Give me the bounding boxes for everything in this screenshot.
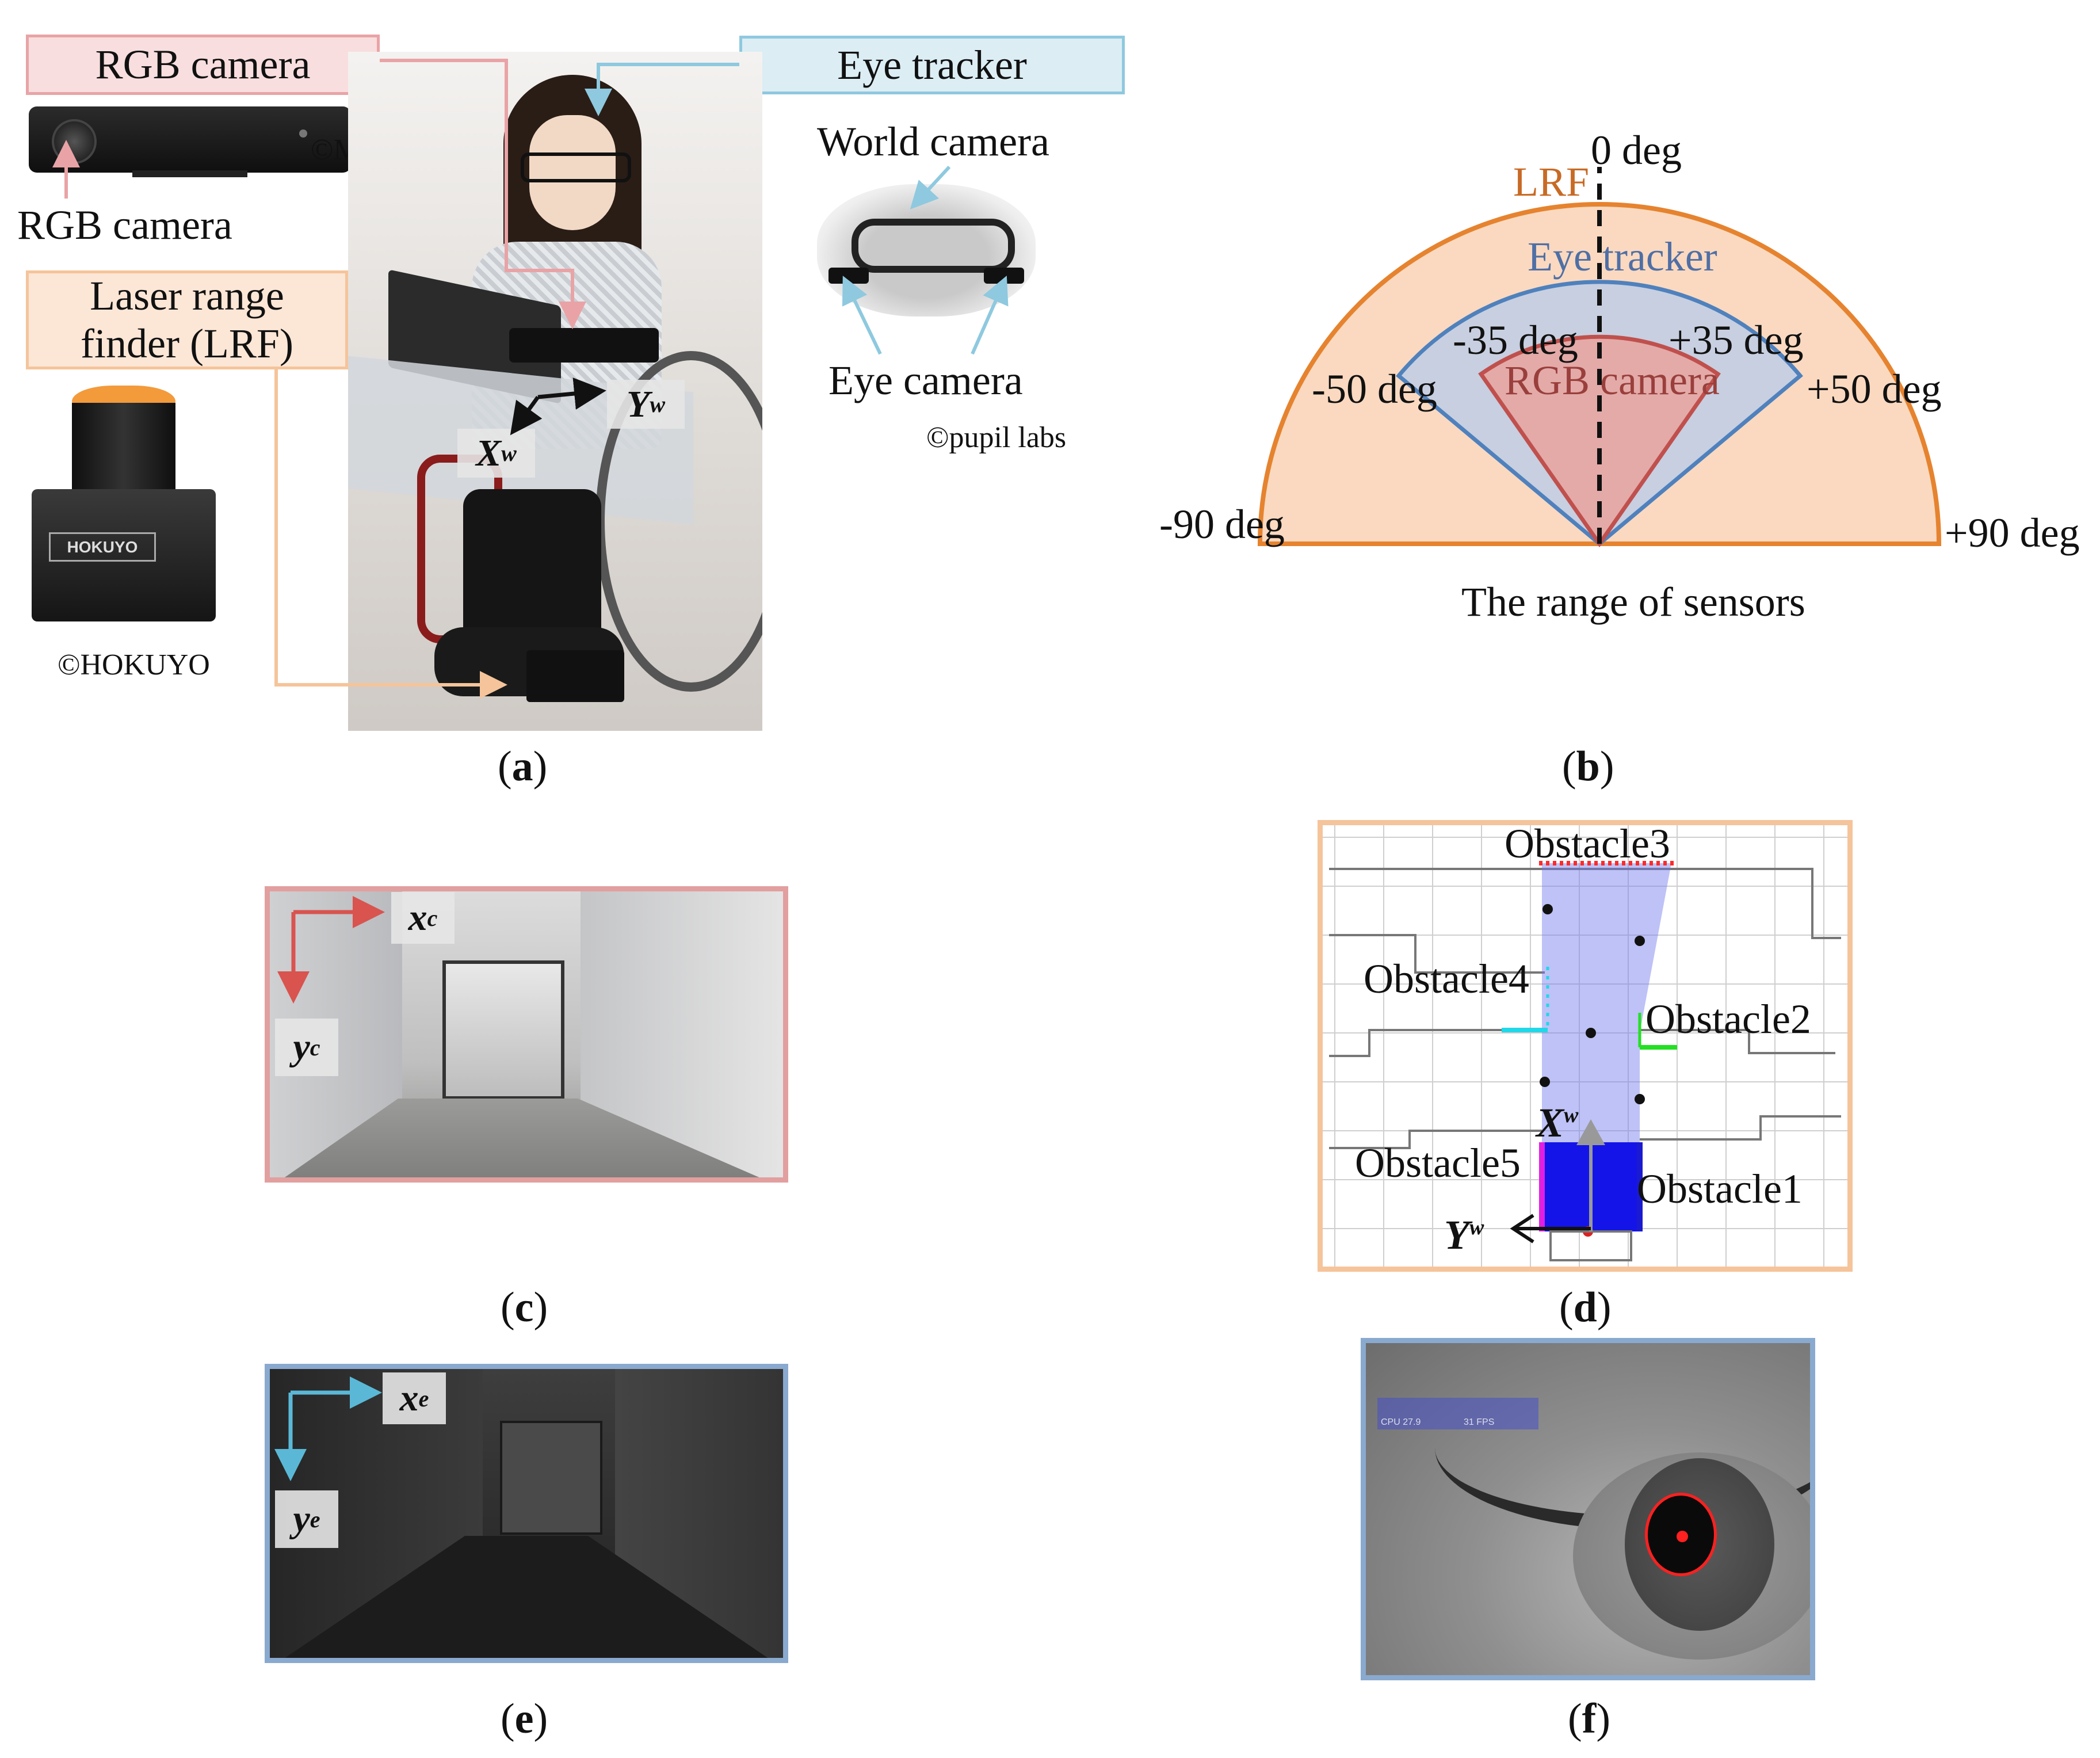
hokuyo-credit: ©HOKUYO bbox=[58, 649, 210, 681]
kinect-lens bbox=[52, 119, 97, 164]
caption-e: (e) bbox=[501, 1695, 548, 1742]
lrf-label: LRF bbox=[1513, 159, 1590, 205]
sensor-range-title: The range of sensors bbox=[1461, 579, 1805, 625]
lrf-tag: Laser range finder (LRF) bbox=[26, 270, 348, 369]
fps-readout: 31 FPS bbox=[1464, 1417, 1495, 1427]
plus50-label: +50 deg bbox=[1807, 366, 1942, 412]
rgb-camera-tag: RGB camera bbox=[26, 35, 380, 95]
kinect-device-image bbox=[29, 106, 351, 173]
obstacle3-label: Obstacle3 bbox=[1505, 821, 1670, 867]
world-camera-label: World camera bbox=[817, 119, 1049, 165]
eye-camera-view-image: CPU 27.9 31 FPS bbox=[1361, 1338, 1815, 1680]
headset-right-eye-cam bbox=[984, 268, 1024, 284]
x-w-map-label: Xw bbox=[1536, 1100, 1579, 1146]
minus90-label: -90 deg bbox=[1159, 501, 1285, 547]
eye-tracker-range-label: Eye tracker bbox=[1528, 234, 1717, 280]
dark-corridor-end bbox=[500, 1421, 602, 1535]
eye-camera-label: Eye camera bbox=[828, 357, 1023, 403]
caption-b: (b) bbox=[1562, 743, 1614, 790]
obstacle5-label: Obstacle5 bbox=[1355, 1140, 1521, 1186]
kinect-led bbox=[299, 129, 307, 138]
minus50-label: -50 deg bbox=[1312, 366, 1437, 412]
pupil-labs-credit: ©pupil labs bbox=[926, 421, 1067, 454]
rgb-camera-label: RGB camera bbox=[17, 202, 232, 248]
cpu-readout: CPU 27.9 bbox=[1381, 1417, 1421, 1427]
plus90-label: +90 deg bbox=[1945, 510, 2080, 556]
cpu-graph-overlay: CPU 27.9 31 FPS bbox=[1377, 1398, 1538, 1429]
wheelchair-user-photo bbox=[348, 52, 762, 731]
eye-tracker-tag: Eye tracker bbox=[739, 36, 1125, 94]
headset-frame bbox=[852, 219, 1015, 273]
headset-left-eye-cam bbox=[828, 268, 869, 284]
world-camera-view-image bbox=[265, 1364, 788, 1663]
zero-deg-label: 0 deg bbox=[1591, 127, 1682, 173]
rgb-camera-view-image bbox=[265, 886, 788, 1183]
obstacle4-label: Obstacle4 bbox=[1364, 956, 1529, 1002]
plus35-label: +35 deg bbox=[1668, 317, 1804, 363]
obstacle1-label: Obstacle1 bbox=[1637, 1166, 1803, 1212]
lrf-cylinder bbox=[72, 403, 175, 501]
kinect-stand bbox=[132, 170, 247, 177]
caption-a: (a) bbox=[498, 743, 548, 790]
rgb-camera-range-label: RGB camera bbox=[1505, 357, 1720, 403]
corridor-end bbox=[442, 960, 564, 1100]
caption-d: (d) bbox=[1559, 1284, 1612, 1331]
caption-c: (c) bbox=[501, 1284, 548, 1331]
y-w-map-label: Yw bbox=[1444, 1212, 1484, 1258]
pupil-center-marker bbox=[1677, 1531, 1688, 1542]
obstacle2-label: Obstacle2 bbox=[1645, 996, 1811, 1042]
minus35-label: -35 deg bbox=[1453, 317, 1578, 363]
caption-f: (f) bbox=[1568, 1695, 1610, 1742]
mounted-lrf bbox=[526, 650, 624, 702]
hokuyo-logo: HOKUYO bbox=[49, 532, 156, 562]
eye-tracker-glasses bbox=[521, 152, 631, 182]
mounted-rgb-camera bbox=[509, 328, 659, 363]
lrf-base: HOKUYO bbox=[32, 489, 216, 621]
pupil-headset-image bbox=[817, 184, 1036, 316]
hokuyo-lrf-image: HOKUYO bbox=[32, 386, 222, 621]
